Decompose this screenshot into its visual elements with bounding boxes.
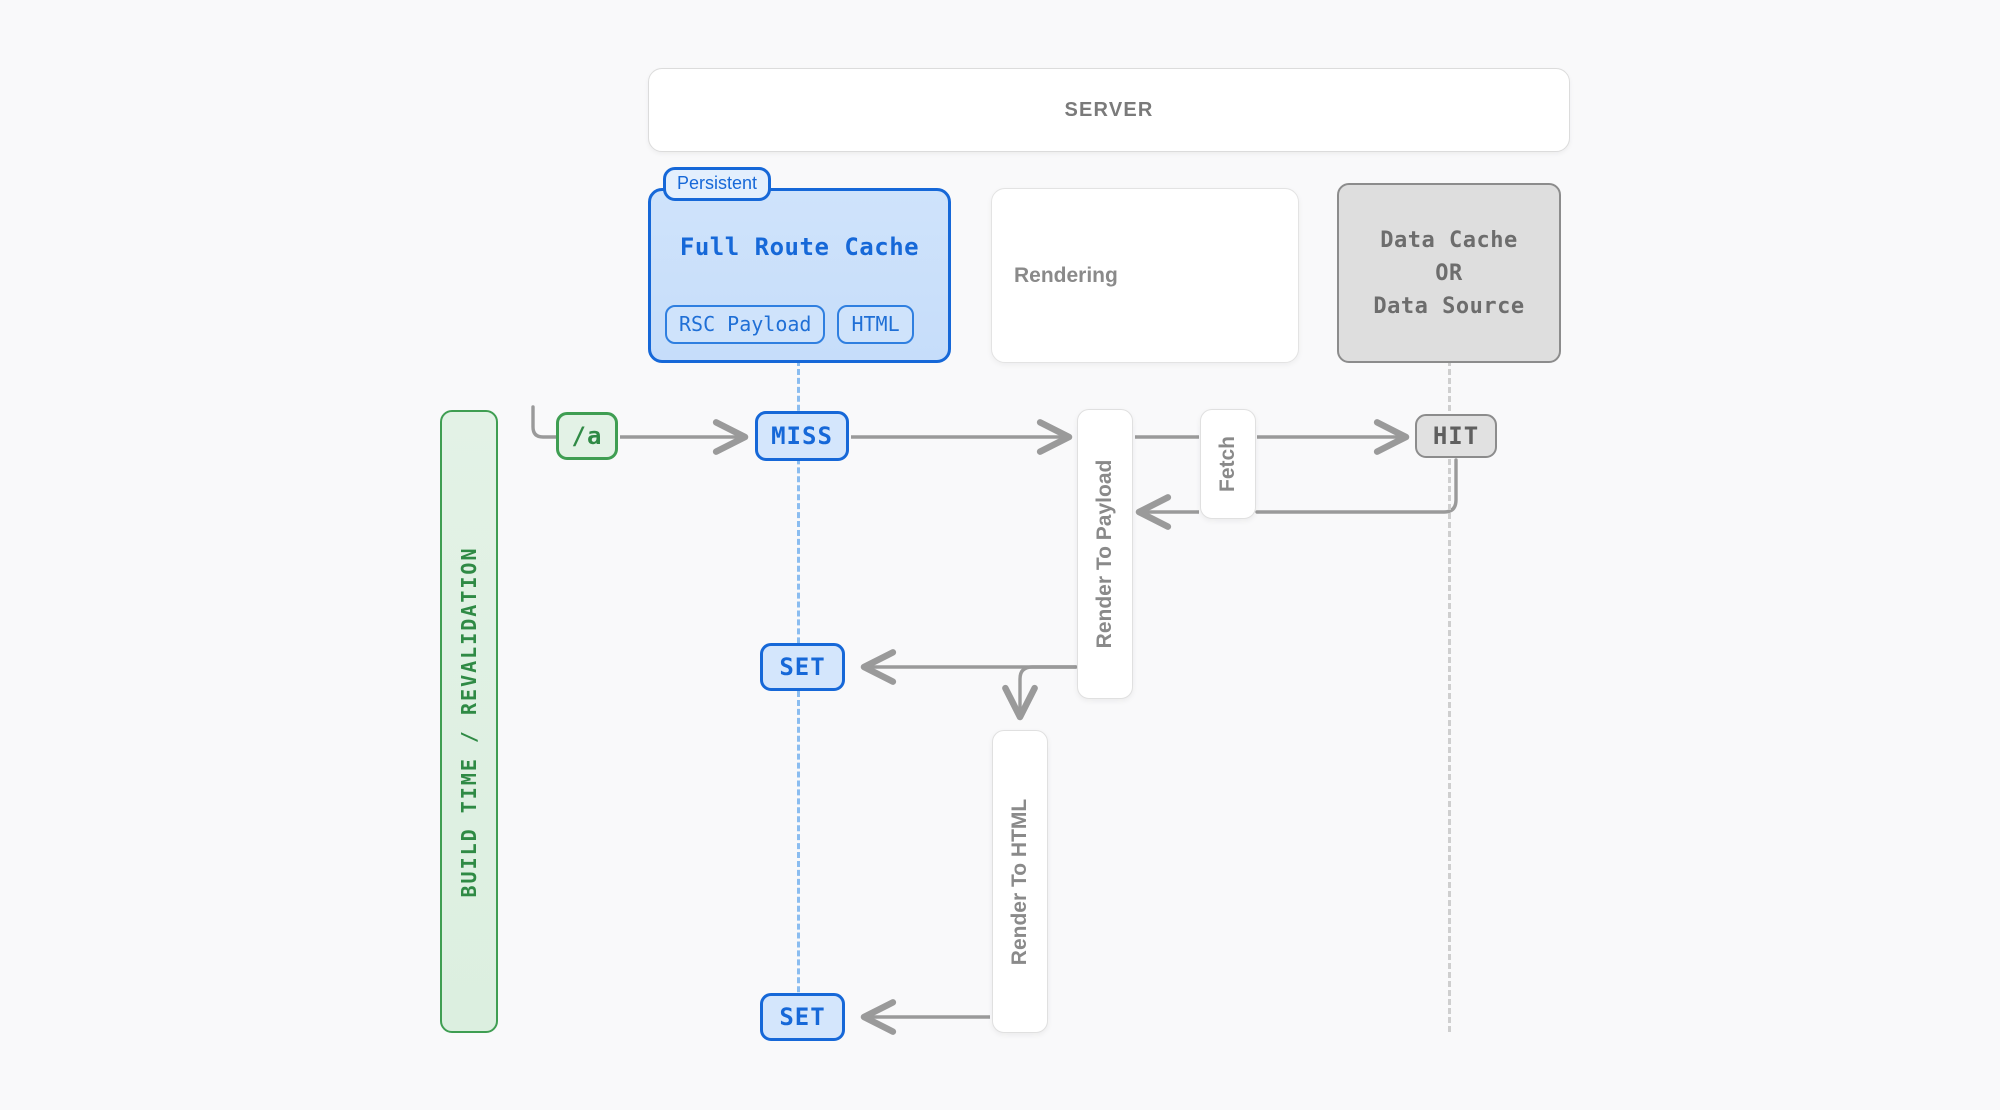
build-time-revalidation-rail: BUILD TIME / REVALIDATION bbox=[440, 410, 498, 1033]
rendering-label: Rendering bbox=[1014, 263, 1118, 287]
full-route-cache-title: Full Route Cache bbox=[679, 233, 920, 261]
chip-html: HTML bbox=[837, 305, 914, 344]
rendering-box: Rendering bbox=[991, 188, 1299, 363]
render-to-payload-label: Render To Payload bbox=[1093, 459, 1116, 649]
full-route-cache-lifeline bbox=[797, 360, 800, 1028]
fetch-label: Fetch bbox=[1216, 435, 1239, 493]
set-html-badge: SET bbox=[760, 993, 845, 1041]
edge-render-payload-to-render-html bbox=[1002, 665, 1078, 721]
hit-badge: HIT bbox=[1415, 414, 1497, 458]
edge-hit-return bbox=[1255, 458, 1458, 514]
full-route-cache-box: Persistent Full Route Cache RSC Payload … bbox=[648, 167, 951, 363]
build-time-revalidation-label: BUILD TIME / REVALIDATION bbox=[457, 545, 481, 898]
server-label: SERVER bbox=[1064, 98, 1154, 121]
data-cache-lifeline bbox=[1448, 360, 1451, 1032]
full-route-cache-chips: RSC Payload HTML bbox=[665, 305, 914, 344]
data-cache-box: Data Cache OR Data Source bbox=[1337, 183, 1561, 363]
data-cache-line-3: Data Source bbox=[1373, 293, 1525, 319]
data-cache-line-2: OR bbox=[1435, 260, 1463, 286]
route-badge: /a bbox=[556, 412, 618, 460]
set-payload-badge: SET bbox=[760, 643, 845, 691]
chip-rsc-payload: RSC Payload bbox=[665, 305, 826, 344]
fetch-box: Fetch bbox=[1200, 409, 1256, 519]
miss-badge: MISS bbox=[755, 411, 849, 461]
render-to-html-box: Render To HTML bbox=[992, 730, 1048, 1033]
render-to-html-label: Render To HTML bbox=[1008, 798, 1031, 965]
server-container: SERVER bbox=[648, 68, 1570, 152]
data-cache-line-1: Data Cache bbox=[1380, 227, 1518, 253]
render-to-payload-box: Render To Payload bbox=[1077, 409, 1133, 699]
persistent-tag: Persistent bbox=[663, 167, 772, 201]
edge-entry-hook bbox=[531, 405, 558, 439]
